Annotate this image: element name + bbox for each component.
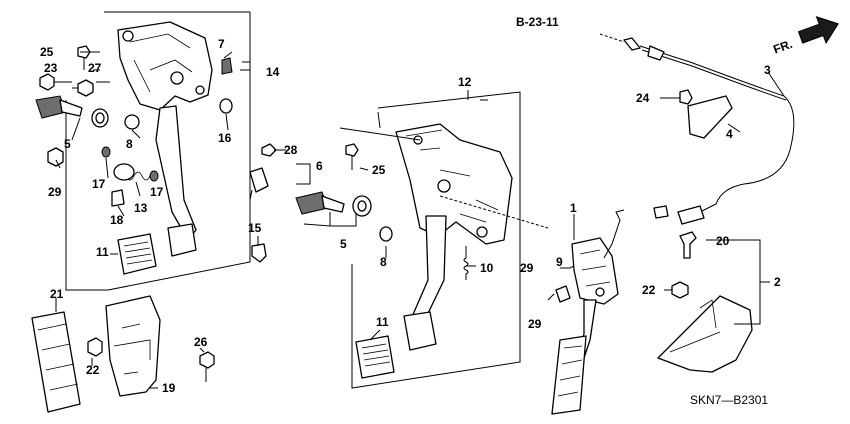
callout-8b[interactable]: 8: [380, 255, 387, 269]
throttle-cable: [639, 45, 795, 213]
floor-trim-group: [657, 231, 770, 373]
return-spring: [463, 246, 469, 280]
callout-16[interactable]: 16: [218, 131, 232, 145]
callout-13[interactable]: 13: [134, 201, 148, 215]
callout-27[interactable]: 27: [88, 61, 102, 75]
nut-27: [77, 79, 94, 97]
floor-trim: [657, 295, 753, 373]
stopper-8: [124, 114, 140, 130]
clip-20: [679, 231, 697, 259]
callout-9[interactable]: 9: [556, 255, 563, 269]
brake-pedal-assembly-group: [295, 90, 549, 389]
throttle-cable-group: [599, 33, 795, 225]
callout-5[interactable]: 5: [64, 137, 71, 151]
callout-3[interactable]: 3: [764, 63, 771, 77]
drawing-code: SKN7—B2301: [690, 393, 768, 407]
callout-1[interactable]: 1: [570, 201, 577, 215]
stopper-16: [219, 98, 233, 114]
accelerator-pedal-bracket: [571, 237, 619, 305]
clutch-pedal-bracket: [117, 21, 213, 111]
brake-pedal-pad: [403, 311, 437, 351]
callout-19[interactable]: 19: [162, 381, 176, 395]
assembly-12-outline: [351, 91, 521, 389]
callout-22a[interactable]: 22: [86, 363, 100, 377]
callout-29c[interactable]: 29: [528, 317, 542, 331]
callout-21[interactable]: 21: [50, 287, 64, 301]
callout-20[interactable]: 20: [716, 234, 730, 248]
callout-29b[interactable]: 29: [520, 261, 534, 275]
callout-28[interactable]: 28: [284, 143, 298, 157]
bracket-hole: [122, 30, 134, 42]
stopper-8b: [379, 226, 393, 242]
bolt-25b: [345, 143, 359, 157]
callout-15[interactable]: 15: [248, 221, 262, 235]
reference-section-label[interactable]: B-23-11: [516, 15, 559, 29]
callout-6[interactable]: 6: [316, 159, 323, 173]
callout-17b[interactable]: 17: [150, 185, 164, 199]
callout-11[interactable]: 11: [96, 245, 109, 259]
clutch-pedal-pad: [167, 223, 197, 257]
brake-pedal-bracket: [395, 123, 513, 245]
callout-29[interactable]: 29: [48, 185, 62, 199]
nut-22b: [671, 281, 689, 299]
assembly-14-outline: [65, 11, 251, 291]
callout-4[interactable]: 4: [726, 127, 733, 141]
bushing-17: [101, 146, 111, 158]
clip-18: [111, 189, 125, 207]
callout-11b[interactable]: 11: [376, 315, 389, 329]
callout-18[interactable]: 18: [110, 213, 124, 227]
accelerator-pedal-group: [547, 209, 625, 415]
bolt-23: [39, 73, 55, 91]
bolt-24: [679, 89, 693, 105]
callout-10[interactable]: 10: [480, 261, 494, 275]
callout-8[interactable]: 8: [126, 137, 133, 151]
front-direction-indicator: [797, 15, 839, 45]
clutch-pedal-arm: [155, 105, 197, 241]
switch-6: [249, 167, 269, 193]
callout-25b[interactable]: 25: [372, 163, 386, 177]
brake-pedal-pad-rubber: [355, 335, 395, 379]
callout-7[interactable]: 7: [218, 37, 225, 51]
callout-12[interactable]: 12: [458, 75, 472, 89]
callout-17[interactable]: 17: [92, 177, 106, 191]
callout-22b[interactable]: 22: [642, 283, 656, 297]
clip-9: [555, 285, 571, 303]
front-label: FR.: [771, 37, 794, 57]
nut-29: [47, 147, 64, 167]
callout-23[interactable]: 23: [44, 61, 58, 75]
callout-25[interactable]: 25: [40, 45, 54, 59]
foot-rest-bracket: [105, 295, 161, 397]
switch-28: [261, 143, 277, 157]
clutch-pedal-assembly-group: [35, 11, 311, 291]
bushing-17b: [149, 170, 159, 182]
foot-rest-pad: [31, 311, 81, 413]
nut-22a: [87, 337, 103, 357]
callout-2[interactable]: 2: [774, 275, 781, 289]
clip-7: [221, 57, 233, 75]
lower-parts-group: [31, 295, 215, 413]
bolt-26: [199, 351, 215, 369]
accelerator-pedal-pad: [551, 335, 587, 415]
cable-bracket: [687, 95, 733, 139]
callout-14[interactable]: 14: [266, 65, 280, 79]
callout-26[interactable]: 26: [194, 335, 208, 349]
callout-5b[interactable]: 5: [340, 237, 347, 251]
front-arrow-icon: [797, 15, 839, 45]
callout-24[interactable]: 24: [636, 91, 650, 105]
clip-15: [251, 243, 267, 263]
